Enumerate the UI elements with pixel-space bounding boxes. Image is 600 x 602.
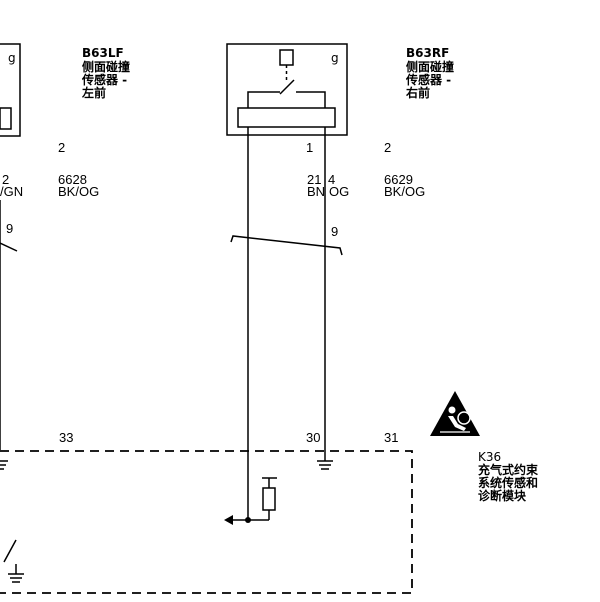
right-sensor-name-line1: 侧面碰撞: [406, 59, 454, 74]
left-sensor-pin-a: 2: [2, 172, 9, 187]
right-circuit-a: 21: [307, 172, 321, 187]
module-pin-30: 30: [306, 430, 320, 445]
left-twist-mark: [0, 242, 18, 252]
module-pin-31: 31: [384, 430, 398, 445]
ground-icon: [3, 539, 24, 583]
right-wire-color-c: BK/OG: [384, 184, 425, 199]
left-sensor-name-line3: 左前: [81, 85, 106, 100]
left-sensor-pin-b: 2: [58, 140, 65, 155]
left-wire-color-cut: /GN: [0, 184, 23, 199]
right-twist-mark: [230, 235, 343, 256]
right-circuit-c: 6629: [384, 172, 413, 187]
right-sensor-pin-2: 2: [384, 140, 391, 155]
switch-contact-icon: [279, 79, 295, 95]
module-code: K36: [478, 450, 501, 464]
left-splice-pin: 9: [6, 221, 13, 236]
internal-resistor-circuit: [224, 477, 277, 525]
right-circuit-b: 4: [328, 172, 335, 187]
resistor-icon: [262, 487, 276, 511]
right-sensor-name-line2: 传感器 -: [405, 72, 451, 87]
right-splice-pin: 9: [331, 224, 338, 239]
right-terminal-icon: [317, 452, 333, 470]
right-connector-letter: g: [331, 51, 339, 65]
right-sensor-name-line3: 右前: [405, 85, 430, 100]
module-name-line1: 充气式约束: [478, 462, 539, 477]
right-sensor-connector: g: [226, 43, 348, 136]
right-sensor-code: B63RF: [406, 46, 449, 60]
module-boundary: [0, 450, 413, 594]
left-circuit-number: 6628: [58, 172, 87, 187]
left-sensor-name-line2: 传感器 -: [81, 72, 127, 87]
module-name-line2: 系统传感和: [478, 475, 538, 490]
left-sensor-name-line1: 侧面碰撞: [82, 59, 130, 74]
left-connector-letter: g: [8, 51, 16, 65]
left-sensor-connector: g: [0, 43, 21, 137]
right-sensor-pin-1: 1: [306, 140, 313, 155]
right-wire-color-b: OG: [329, 184, 349, 199]
airbag-warning-icon: [430, 391, 480, 436]
left-wire-color: BK/OG: [58, 184, 99, 199]
left-terminal-icon: [0, 460, 8, 470]
left-sensor-code: B63LF: [82, 46, 124, 60]
module-pin-33: 33: [59, 430, 73, 445]
module-name-line3: 诊断模块: [478, 488, 527, 503]
right-wire-color-a: BN: [307, 184, 325, 199]
